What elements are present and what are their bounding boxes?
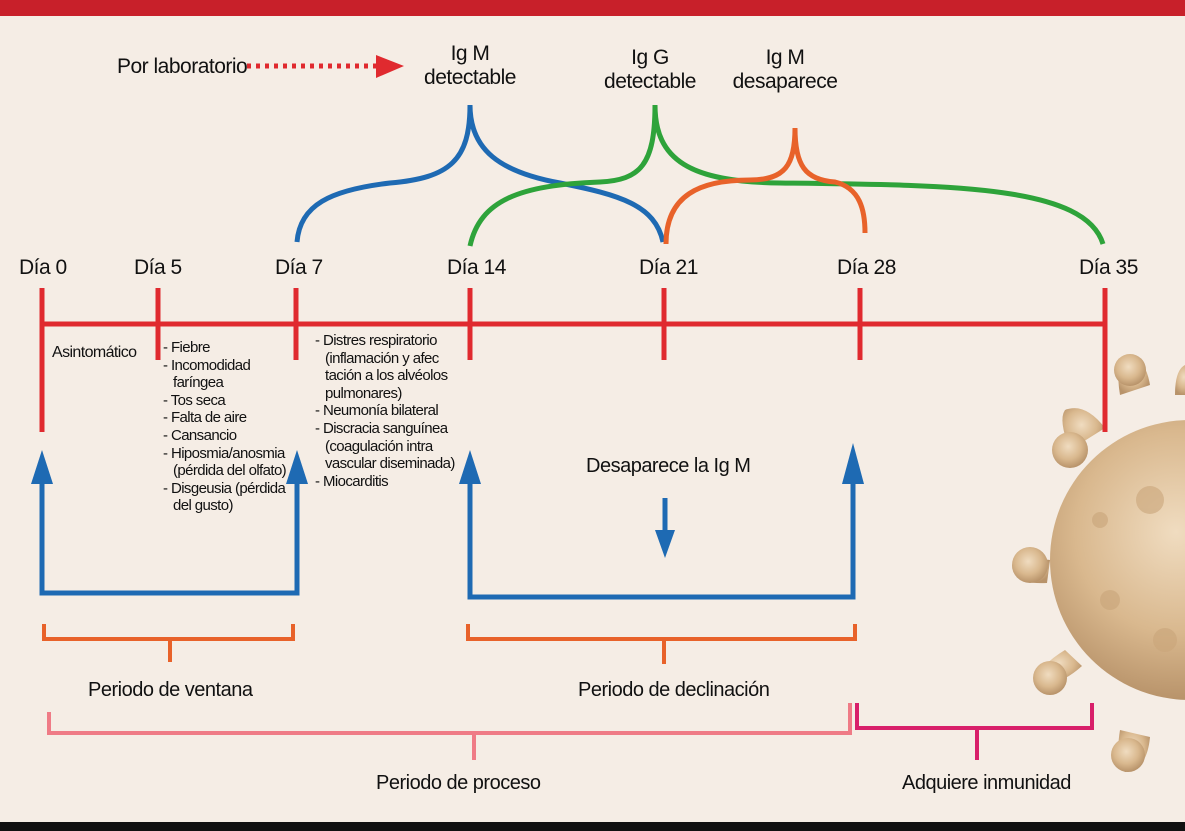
day-label: Día 7 <box>275 256 323 279</box>
decline-period-label: Periodo de declinación <box>578 679 770 701</box>
symptom-item: - Tos seca <box>163 391 226 409</box>
decline-arrows <box>459 443 864 600</box>
igg-detectable-brace <box>467 104 1106 247</box>
symptom-item: (inflamación y afec <box>325 349 439 367</box>
symptom-item: - Disgeusia (pérdida <box>163 479 286 497</box>
process-brace <box>47 703 852 760</box>
symptom-item: (pérdida del olfato) <box>173 462 287 480</box>
day-label: Día 14 <box>447 256 506 279</box>
day-label: Día 5 <box>134 256 182 279</box>
igg-detectable-label: Ig G detectable <box>604 46 696 93</box>
symptom-item: - Distres respiratorio <box>315 332 437 349</box>
symptom-item: pulmonares) <box>325 384 402 402</box>
symptom-item: - Neumonía bilateral <box>315 402 439 420</box>
bottom-banner <box>0 822 1185 831</box>
window-period-label: Periodo de ventana <box>88 679 253 701</box>
symptom-item: - Falta de aire <box>163 409 247 427</box>
symptom-item: - Fiebre <box>163 339 210 356</box>
virus-illustration <box>1012 354 1185 772</box>
igm-detectable-label: Ig M detectable <box>424 42 516 89</box>
lab-arrow <box>247 55 404 78</box>
symptom-item: (coagulación intra <box>325 437 433 455</box>
symptom-item: vascular diseminada) <box>325 455 455 473</box>
day-label: Día 28 <box>837 256 896 279</box>
igm-disappears-note: Desaparece la Ig M <box>586 455 751 477</box>
symptom-item: del gusto) <box>173 497 233 515</box>
igm-disappears-brace <box>663 127 868 245</box>
asymptomatic-label: Asintomático <box>52 344 137 361</box>
igm-detectable-brace <box>294 104 666 243</box>
timeline <box>39 288 1108 432</box>
decline-brace <box>466 624 857 664</box>
day-label: Día 21 <box>639 256 698 279</box>
symptom-item: tación a los alvéolos <box>325 367 448 385</box>
late-symptoms-list: - Distres respiratorio (inflamación y af… <box>315 332 455 490</box>
symptom-item: - Incomodidad <box>163 356 251 374</box>
day-label: Día 35 <box>1079 256 1138 279</box>
day-label: Día 0 <box>19 256 67 279</box>
window-brace <box>42 624 295 662</box>
process-period-label: Periodo de proceso <box>376 772 541 794</box>
early-symptoms-list: - Fiebre - Incomodidad faríngea - Tos se… <box>163 339 287 515</box>
immunity-period-label: Adquiere inmunidad <box>902 772 1071 794</box>
symptom-item: - Hiposmia/anosmia <box>163 444 285 462</box>
symptom-item: - Cansancio <box>163 426 237 444</box>
symptom-item: - Miocarditis <box>315 472 389 490</box>
immunity-brace <box>855 703 1094 760</box>
symptom-item: - Discracia sanguínea <box>315 419 448 437</box>
top-banner <box>0 0 1185 16</box>
window-arrows <box>31 450 308 596</box>
symptom-item: faríngea <box>173 374 224 392</box>
down-arrow-icon <box>655 498 675 558</box>
lab-label: Por laboratorio <box>117 55 248 78</box>
igm-disappears-label: Ig M desaparece <box>732 46 838 93</box>
